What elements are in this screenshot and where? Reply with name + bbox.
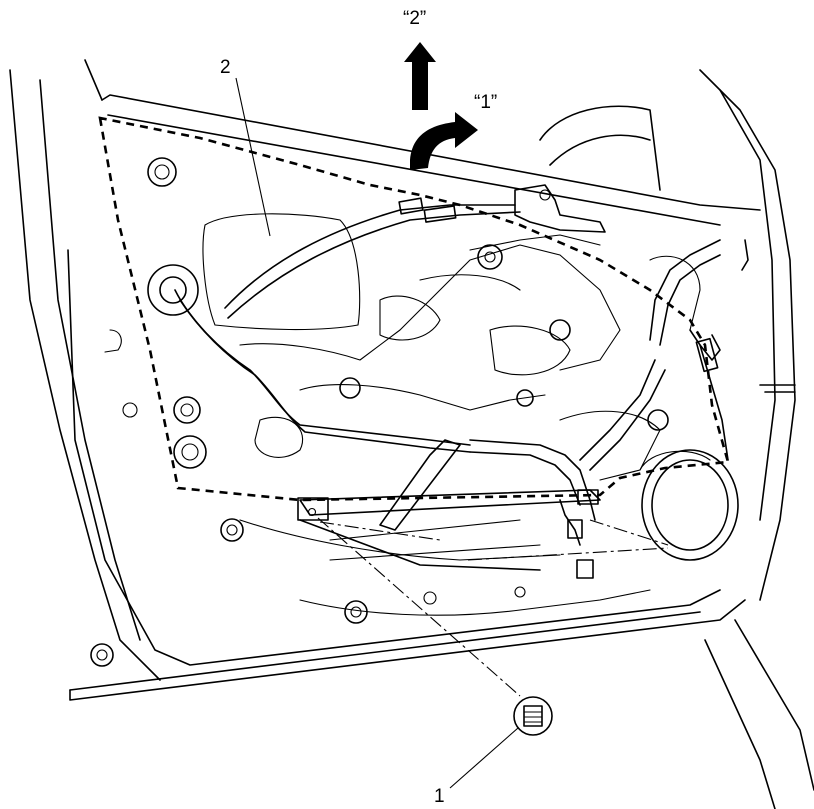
clip-icon — [513, 696, 553, 736]
arrow-2-up — [404, 42, 436, 110]
inside-handle — [514, 184, 606, 233]
service-cover-outline — [98, 116, 730, 502]
panel-contours — [104, 213, 701, 616]
wire-harness — [174, 239, 796, 579]
callout-1: 1 — [434, 786, 445, 807]
arrow-2-label: “2” — [403, 8, 426, 29]
window-regulator — [297, 439, 601, 571]
arrow-1-curved — [410, 112, 478, 170]
grommets — [90, 157, 669, 667]
leader-lines — [235, 77, 669, 789]
callout-2: 2 — [220, 57, 231, 78]
door-frame — [9, 59, 814, 809]
arrow-1-label: “1” — [474, 92, 497, 113]
speaker — [639, 449, 739, 561]
cables — [224, 197, 521, 319]
